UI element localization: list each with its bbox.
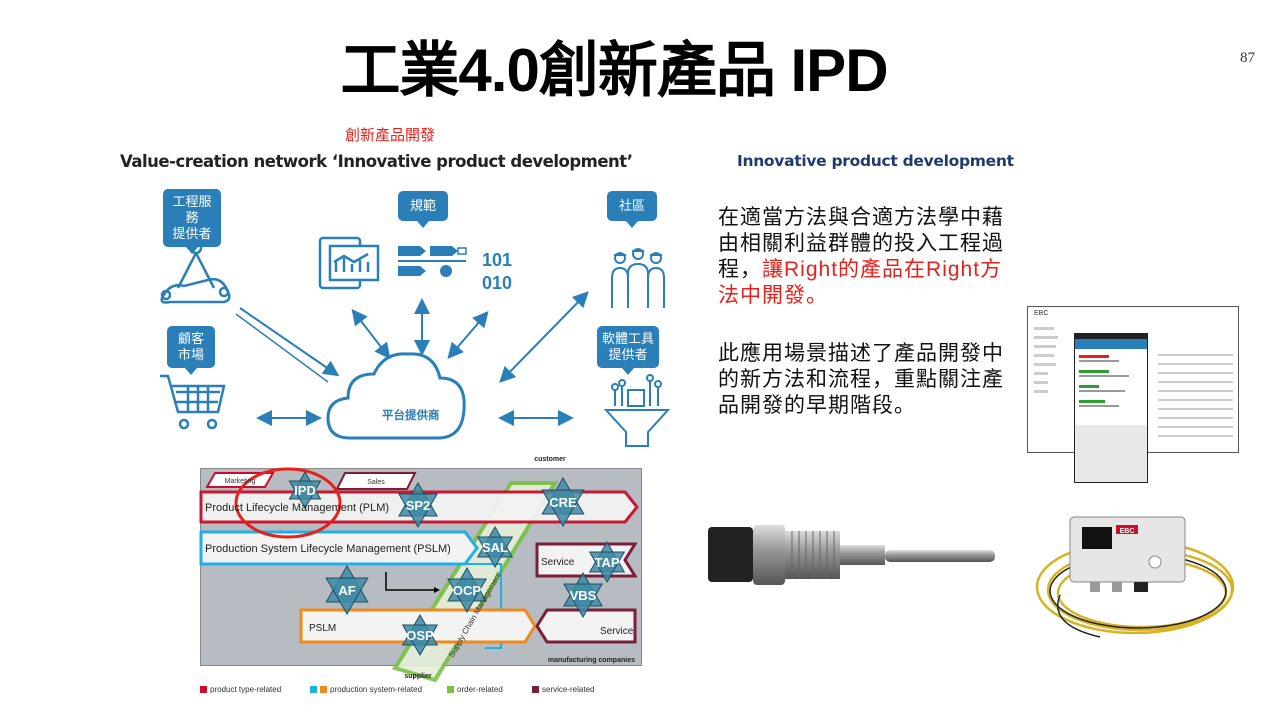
star-ipd: IPD <box>288 471 322 509</box>
page-number: 87 <box>1240 50 1255 66</box>
phone-list <box>1075 349 1147 425</box>
star-label: TAP <box>594 555 619 570</box>
pslm-short-label: PSLM <box>309 623 336 634</box>
manufacturing-companies-label: manufacturing companies <box>548 657 635 664</box>
engineers-community-icon <box>611 248 665 308</box>
star-label: VBS <box>570 588 597 603</box>
marketing-label: Marketing <box>225 478 256 485</box>
star-label: CRE <box>549 495 577 510</box>
star-label: SAL <box>482 540 508 555</box>
compass-blueprint-icon <box>160 241 231 304</box>
service-lower-label: Service <box>600 626 634 637</box>
software-tools-bubble: 軟體工具 提供者 <box>597 326 659 375</box>
legend-swatch <box>320 686 327 693</box>
process-flow-icon <box>398 246 467 277</box>
legend-label: production system-related <box>330 685 423 694</box>
legend-product-type: product type-related <box>200 685 281 694</box>
legend-swatch <box>310 686 317 693</box>
binary-bottom: 010 <box>482 273 512 293</box>
legend-order: order-related <box>447 685 503 694</box>
star-cre: CRE <box>541 477 585 527</box>
star-label: OCP <box>453 583 482 598</box>
customer-market-bubble: 顧客 市場 <box>167 326 215 375</box>
dashboard-tablet-icon <box>318 236 380 290</box>
legend-production-system: production system-related <box>310 685 422 694</box>
paragraph-1-black: 在適當方法與合適方法學中藉由相關利益群體的投入工程過程， <box>718 206 1004 281</box>
app-table <box>1158 347 1233 444</box>
pslm-band-label: Production System Lifecycle Management (… <box>205 543 451 555</box>
paragraph-1-red: 讓Right的產品在Right方法中開發。 <box>718 258 1003 307</box>
community-bubble: 社區 <box>607 191 657 228</box>
customer-label: customer <box>534 456 566 463</box>
arrow-engineers-cloud <box>499 291 589 383</box>
lifecycle-diagram-svg: IPD SP2 CRE SAL TAP AF OCP VBS OSP Marketing Sal… <box>199 456 639 683</box>
star-label: IPD <box>294 483 316 498</box>
star-osp: OSP <box>401 613 439 657</box>
star-af: AF <box>325 565 369 615</box>
app-sidebar <box>1034 321 1064 399</box>
service-upper-label: Service <box>541 557 575 568</box>
software-funnel-icon <box>603 374 671 447</box>
standards-bubble: 規範 <box>398 191 448 228</box>
star-sp2: SP2 <box>398 482 438 528</box>
engineering-services-bubble: 工程服務 提供者 <box>163 189 221 254</box>
star-tap: TAP <box>588 540 626 584</box>
slide-title: 工業4.0創新產品 IPD <box>340 37 888 104</box>
shopping-cart-icon <box>160 374 226 430</box>
legend-swatch <box>532 686 539 693</box>
leak-detection-controller-image: EBC <box>1035 516 1235 638</box>
network-diagram: 101 010 平台提供商 <box>160 236 671 447</box>
star-sal: SAL <box>476 525 514 569</box>
device-brand: EBC <box>1120 528 1135 535</box>
legend-label: order-related <box>457 685 503 694</box>
binary-top: 101 <box>482 250 512 270</box>
ipd-highlight-circle <box>234 467 342 539</box>
ipd-heading: Innovative product development <box>737 152 1014 170</box>
legend-service: service-related <box>532 685 594 694</box>
phone-screenshot <box>1074 333 1148 483</box>
star-label: AF <box>338 583 355 598</box>
star-label: OSP <box>406 628 434 643</box>
legend-label: product type-related <box>210 685 282 694</box>
platform-label: 平台提供商 <box>382 408 440 422</box>
star-label: SP2 <box>406 498 431 513</box>
plm-band-label: Product Lifecycle Management (PLM) <box>205 502 389 514</box>
arrow-binary-cloud <box>447 310 489 360</box>
legend-label: service-related <box>542 685 595 694</box>
value-creation-heading: Value-creation network ‘Innovative produ… <box>120 152 633 171</box>
temperature-sensor-probe-image <box>708 525 995 585</box>
arrow-tablet-cloud <box>351 308 391 360</box>
supplier-label: supplier <box>404 673 432 680</box>
star-ocp: OCP <box>447 567 487 613</box>
star-vbs: VBS <box>563 572 603 618</box>
cloud-icon <box>326 352 466 440</box>
arrow-compass-cloud <box>239 307 340 377</box>
app-brand: EBC <box>1034 310 1049 317</box>
red-caption: 創新產品開發 <box>345 127 436 144</box>
legend-swatch <box>447 686 454 693</box>
sales-label: Sales <box>367 479 385 486</box>
paragraph-2: 此應用場景描述了產品開發中的新方法和流程，重點關注產品開發的早期階段。 <box>718 342 1004 417</box>
paragraph-1: 在適當方法與合適方法學中藉由相關利益群體的投入工程過程，讓Right的產品在Ri… <box>718 205 1008 309</box>
legend-swatch <box>200 686 207 693</box>
